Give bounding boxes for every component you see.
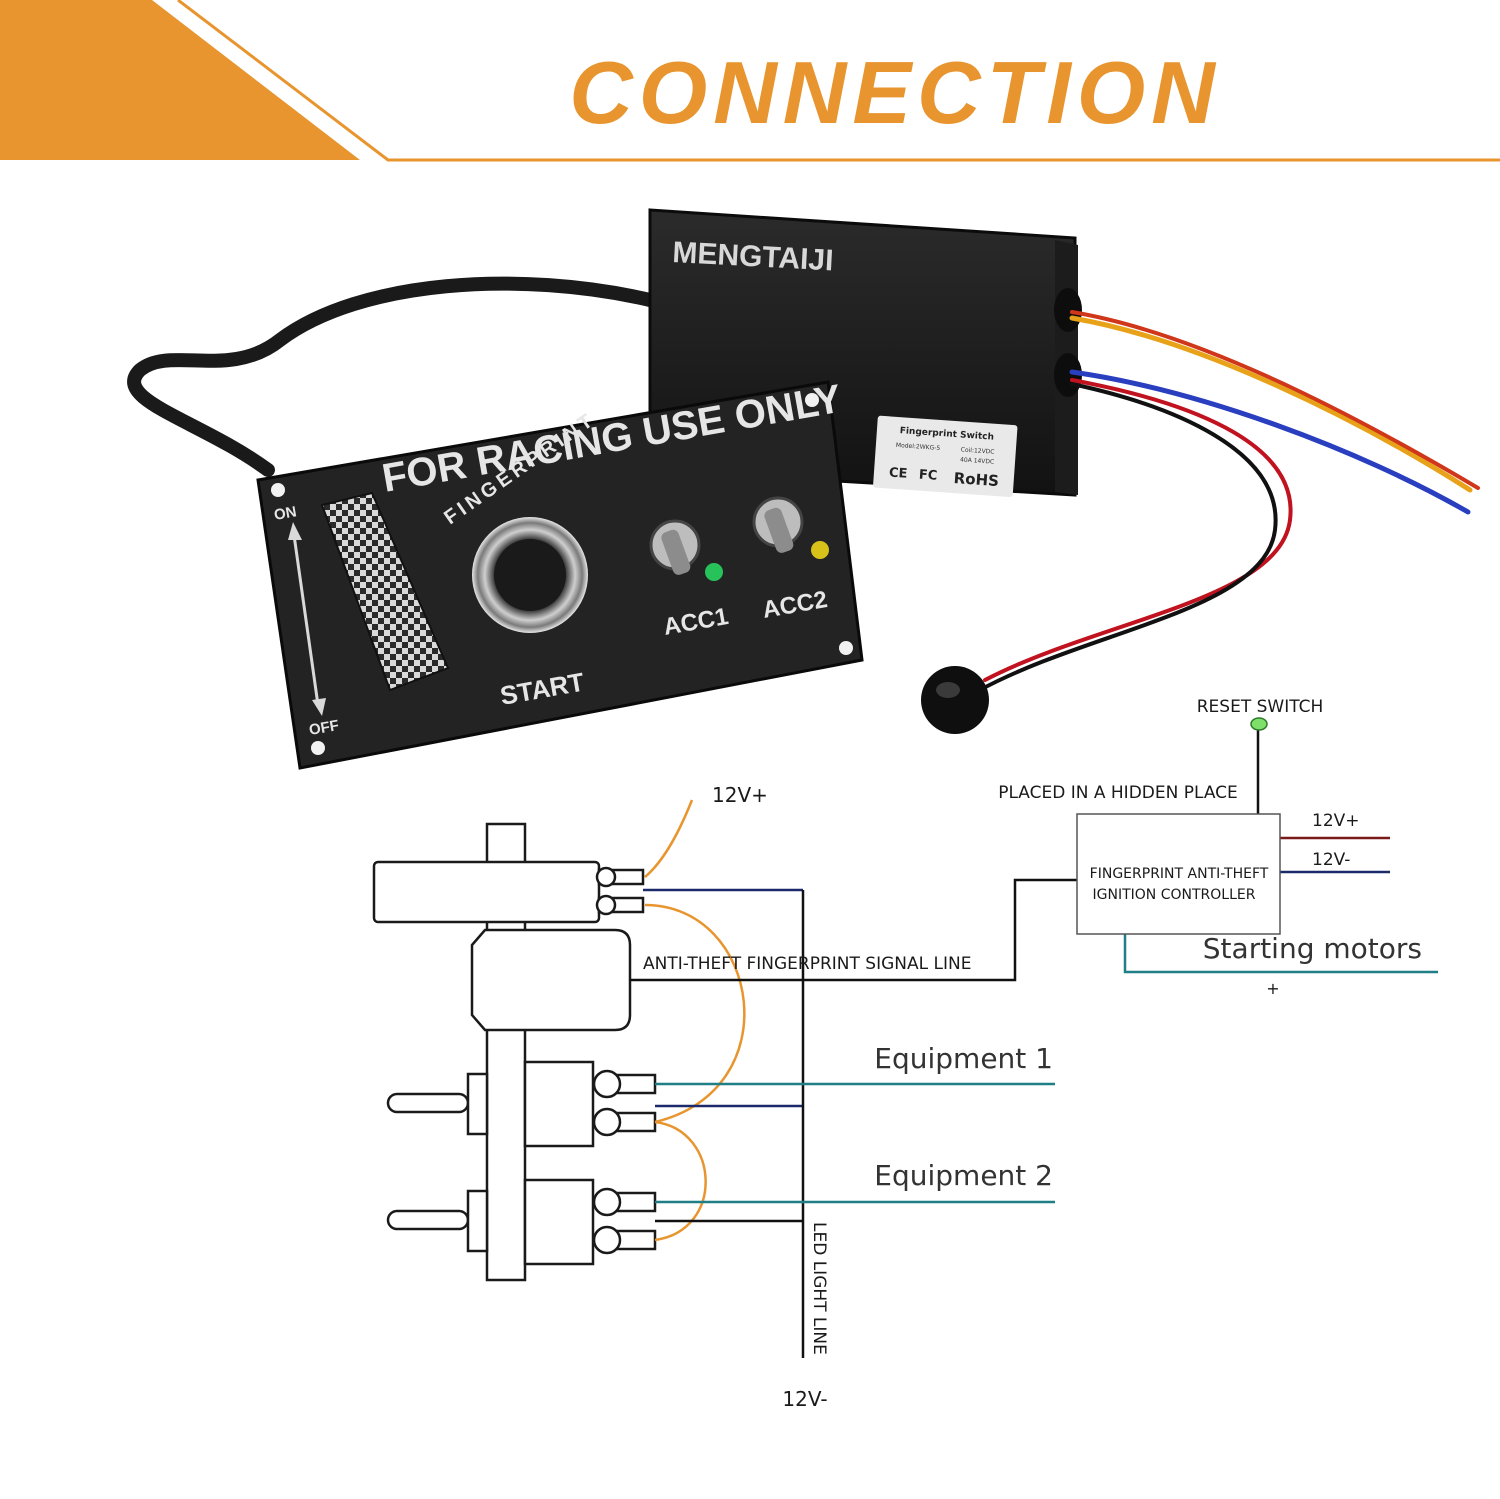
sticker-coil: Coil:12VDC bbox=[961, 446, 995, 455]
terminal-t1-2-head bbox=[592, 1107, 622, 1137]
terminal-t1-1-head bbox=[592, 1069, 622, 1099]
wire-yellow bbox=[1069, 315, 1473, 493]
motor-plus-label: + bbox=[1266, 979, 1279, 998]
wiring-diagram: FINGERPRINT ANTI-THEFT IGNITION CONTROLL… bbox=[372, 697, 1438, 1411]
main-cable bbox=[127, 276, 657, 477]
on-label: ON bbox=[273, 503, 298, 524]
panel-side-view bbox=[372, 822, 657, 1282]
carbon-toggle-cover bbox=[320, 491, 450, 692]
terminal-t2-1-head bbox=[592, 1187, 622, 1217]
toggle2-body bbox=[523, 1178, 595, 1266]
teal-wires bbox=[655, 934, 1438, 1204]
acc1-led bbox=[705, 563, 723, 581]
toggle1-body bbox=[523, 1060, 595, 1148]
hidden-place-label: PLACED IN A HIDDEN PLACE bbox=[998, 783, 1238, 803]
off-label: OFF bbox=[308, 717, 340, 739]
sticker-model: Model:2WKG-5 bbox=[896, 442, 941, 452]
ctrl-plus-label: 12V+ bbox=[1312, 811, 1360, 831]
led-light-line-label: LED LIGHT LINE bbox=[809, 1222, 829, 1355]
controller-label-line1: FINGERPRINT ANTI-THEFT bbox=[1090, 866, 1269, 882]
orange-corner-shape bbox=[0, 0, 360, 160]
header-banner: CONNECTION bbox=[0, 0, 1500, 162]
panel-hole-tl bbox=[271, 483, 285, 497]
ce-mark: CE bbox=[888, 465, 907, 481]
toggle2-nut bbox=[466, 1189, 489, 1253]
sticker-rating: 40A 14VDC bbox=[960, 456, 995, 465]
ignition-switch-body bbox=[372, 860, 601, 924]
wire-blue bbox=[1069, 369, 1471, 515]
wire-orange-loop-1 bbox=[644, 903, 746, 1124]
toggle1-lever bbox=[386, 1092, 470, 1114]
page-title: CONNECTION bbox=[569, 43, 1221, 142]
on-off-arrow bbox=[292, 534, 320, 706]
fc-mark: FC bbox=[918, 468, 937, 484]
equipment2-label: Equipment 2 bbox=[874, 1159, 1053, 1192]
header-rule bbox=[177, 0, 1500, 162]
wire-orange-loop-2 bbox=[654, 1120, 707, 1242]
starting-motors-label: Starting motors bbox=[1203, 932, 1422, 965]
grommet-top bbox=[1054, 288, 1082, 332]
box-label-sticker: Fingerprint Switch Model:2WKG-5 Coil:12V… bbox=[873, 415, 1018, 497]
black-wires bbox=[630, 730, 1260, 1358]
top-12v-plus-label: 12V+ bbox=[712, 783, 768, 807]
panel-hole-bl bbox=[311, 741, 325, 755]
controller-block bbox=[1076, 813, 1281, 935]
main-toggle-switch: ON OFF bbox=[273, 491, 450, 739]
wire-signal-line bbox=[630, 878, 1077, 982]
wire-orange bbox=[1070, 310, 1480, 490]
blue-wires bbox=[643, 870, 1390, 1108]
fingerprint-button-body bbox=[470, 928, 632, 1032]
wire-starting-motors bbox=[1123, 934, 1438, 974]
reset-switch-icon bbox=[1250, 717, 1268, 731]
product-illustration: MENGTAIJI Fingerprint Switch Model:2WKG-… bbox=[127, 208, 1480, 770]
bottom-12v-minus-label: 12V- bbox=[782, 1387, 827, 1411]
orange-wires bbox=[644, 799, 746, 1242]
equipment1-label: Equipment 1 bbox=[874, 1042, 1053, 1075]
panel-hole-br bbox=[839, 641, 853, 655]
reset-button-photo bbox=[921, 666, 989, 734]
rohs-mark: RoHS bbox=[953, 469, 999, 490]
controller-label-line2: IGNITION CONTROLLER bbox=[1093, 887, 1256, 903]
arrow-down-icon bbox=[312, 698, 326, 716]
toggle2-lever bbox=[386, 1209, 470, 1231]
ctrl-minus-label: 12V- bbox=[1312, 850, 1350, 870]
switch-panel: FOR RACING USE ONLY ON OFF FINGERPRINT S… bbox=[256, 377, 864, 770]
toggle1-nut bbox=[466, 1072, 489, 1136]
terminal-ign-1-head bbox=[595, 866, 617, 888]
wire-12v-plus-feed bbox=[644, 799, 694, 878]
box-wires bbox=[978, 310, 1480, 692]
terminal-t2-2-head bbox=[592, 1225, 622, 1255]
wire-black bbox=[978, 382, 1278, 692]
wire-red bbox=[983, 378, 1293, 682]
terminal-ign-2-head bbox=[595, 894, 617, 916]
signal-line-label: ANTI-THEFT FINGERPRINT SIGNAL LINE bbox=[643, 954, 971, 974]
reset-switch-label: RESET SWITCH bbox=[1197, 697, 1324, 717]
acc2-led bbox=[811, 541, 829, 559]
arrow-up-icon bbox=[288, 522, 302, 540]
panel-hole-tr bbox=[805, 393, 819, 407]
